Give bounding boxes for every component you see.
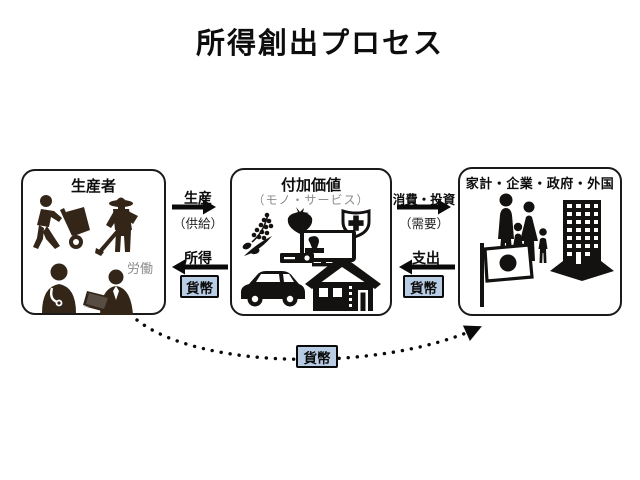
- circulation-money-badge: 貨幣: [296, 345, 338, 368]
- demand-sublabel: （需要）: [398, 217, 449, 231]
- supply-sublabel: （供給）: [172, 217, 223, 231]
- consumption-label: 消費・投資: [392, 193, 456, 207]
- added-value-box-subtitle: （モノ・サービス）: [252, 193, 370, 207]
- office-building-icon: [550, 200, 614, 281]
- income-label: 所得: [184, 250, 212, 266]
- added-value-box-title: 付加価値: [280, 177, 341, 194]
- expenditure-label: 支出: [412, 250, 440, 266]
- businessman-laptop-icon: [83, 269, 133, 315]
- demanders-box: 家計・企業・政府・外国: [458, 167, 622, 316]
- house-icon: [305, 262, 381, 311]
- japan-flag-icon: [480, 243, 534, 307]
- demanders-box-title: 家計・企業・政府・外国: [465, 176, 615, 191]
- doctor-icon: [42, 263, 76, 313]
- labor-note: 労働: [127, 261, 154, 276]
- farmer-icon: [95, 197, 138, 256]
- producers-box-title: 生産者: [70, 178, 116, 195]
- added-value-box: 付加価値 （モノ・サービス）: [230, 168, 392, 316]
- page-title: 所得創出プロセス: [195, 28, 444, 60]
- car-icon: [241, 271, 305, 307]
- production-label: 生産: [184, 190, 212, 206]
- expenditure-money-badge: 貨幣: [403, 275, 444, 298]
- tv-console-icon: [280, 230, 356, 267]
- strawberry-icon: [287, 207, 313, 234]
- producers-box: 生産者: [21, 169, 166, 315]
- income-money-badge: 貨幣: [180, 275, 219, 298]
- worker-handcart-icon: [33, 195, 90, 249]
- rice-plant-icon: [242, 212, 274, 256]
